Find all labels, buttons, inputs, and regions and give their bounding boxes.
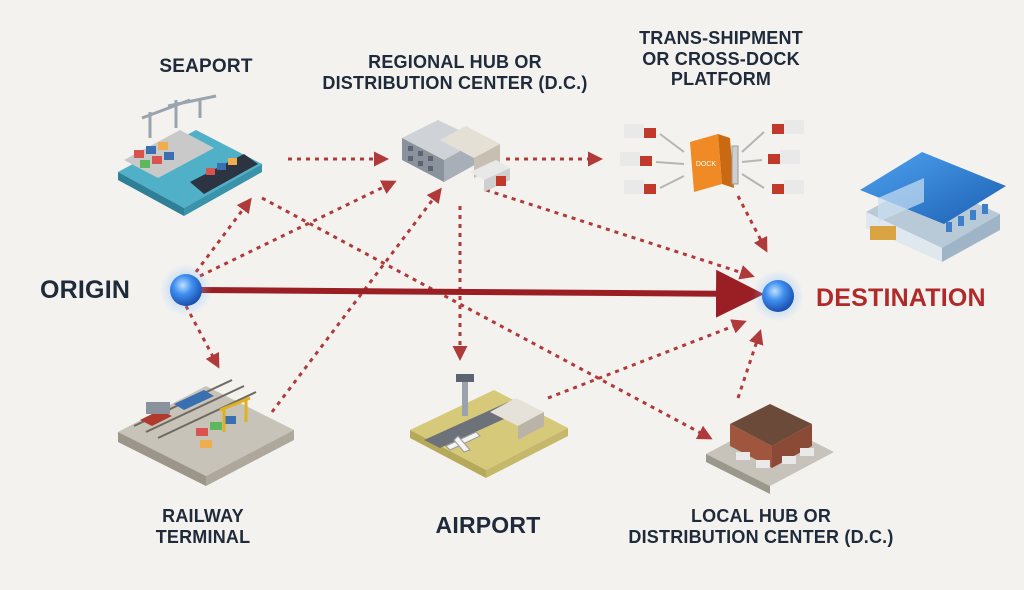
hub-truck-icon — [470, 160, 510, 192]
gantry-crane-icon — [219, 396, 251, 432]
dock-sign-label: DOCK — [696, 161, 717, 168]
railway-terminal-icon — [118, 379, 294, 486]
origin-label: ORIGIN — [40, 276, 131, 304]
regional-hub-icon — [402, 120, 510, 192]
seaport-icon — [118, 94, 262, 216]
regional-hub-label: REGIONAL HUB OR DISTRIBUTION CENTER (D.C… — [300, 52, 610, 93]
shipping-containers — [196, 416, 236, 448]
truck-icon — [768, 150, 800, 164]
local-hub-label-line2: DISTRIBUTION CENTER (D.C.) — [628, 526, 894, 547]
destination-label: DESTINATION — [816, 284, 986, 312]
airport-label: AIRPORT — [435, 512, 541, 538]
local-hub-label: LOCAL HUB OR DISTRIBUTION CENTER (D.C.) — [606, 506, 916, 547]
arrow-regional-hub-to-destination — [485, 188, 755, 280]
outbound-trucks — [768, 120, 804, 194]
truck-icon — [620, 152, 652, 166]
arrow-airport-to-destination — [547, 319, 747, 400]
arrow-local-hub-to-destination — [736, 329, 764, 399]
control-tower-icon — [456, 374, 474, 416]
local-hub-label-line1: LOCAL HUB OR — [690, 506, 832, 526]
truck-icon — [772, 180, 804, 194]
inbound-trucks — [620, 124, 656, 194]
truck-icon — [624, 180, 656, 194]
main-route-arrow — [197, 269, 764, 318]
regional-hub-label-line2: DISTRIBUTION CENTER (D.C.) — [322, 72, 588, 93]
transshipment-label: TRANS-SHIPMENT OR CROSS-DOCK PLATFORM — [610, 28, 832, 90]
cross-dock-flow-lines — [655, 131, 765, 189]
transshipment-label-line1: TRANS-SHIPMENT — [639, 28, 803, 48]
dotted-route-arrows — [184, 151, 768, 440]
regional-hub-label-line1: REGIONAL HUB OR — [368, 52, 542, 72]
railway-terminal-label-line1: RAILWAY — [162, 506, 244, 526]
airplane-icon — [445, 431, 481, 453]
transshipment-label-line3: PLATFORM — [670, 69, 772, 90]
arrow-seaport-to-local-hub — [261, 196, 713, 440]
arrow-origin-to-railway — [184, 305, 220, 369]
truck-icon — [772, 120, 804, 134]
arrow-origin-to-seaport — [194, 197, 252, 273]
delivery-vans — [736, 448, 814, 468]
railway-terminal-label-line2: TERMINAL — [155, 526, 251, 547]
arrow-transshipment-to-destination — [736, 195, 768, 253]
destination-node — [752, 270, 804, 322]
warehouse-icon — [860, 152, 1006, 262]
seaport-label: SEAPORT — [159, 56, 253, 77]
arrow-railway-to-regional-hub — [270, 187, 442, 413]
railway-terminal-label: RAILWAY TERMINAL — [136, 506, 270, 547]
airport-icon — [410, 374, 568, 478]
local-hub-icon — [706, 404, 834, 494]
cross-dock-icon: DOCK — [690, 134, 739, 192]
truck-icon — [624, 124, 656, 138]
transshipment-label-line2: OR CROSS-DOCK — [642, 48, 800, 69]
origin-node — [160, 264, 212, 316]
